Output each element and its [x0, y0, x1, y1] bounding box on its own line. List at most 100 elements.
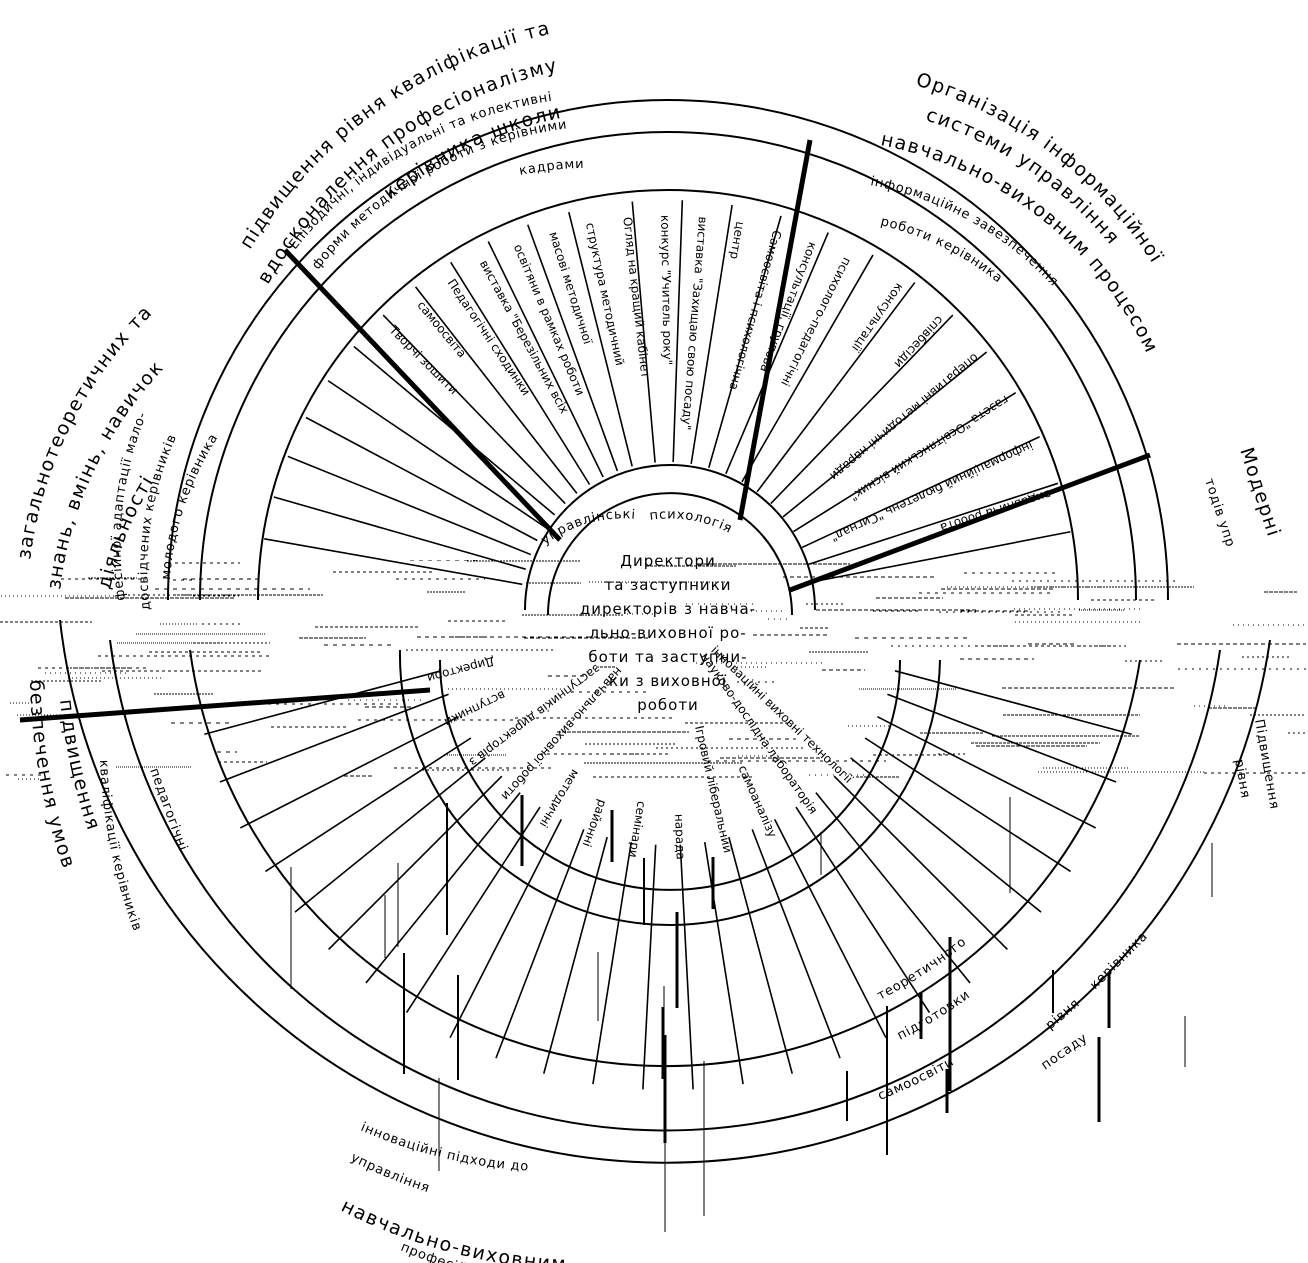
spoke-line [592, 841, 633, 1085]
lower-right-outer-2: підготовки [895, 987, 973, 1043]
center-line4: льно-виховної ро- [589, 624, 746, 642]
lower-right-outer-4: посаду [1039, 1031, 1091, 1074]
svg-text:кваліфікації керівників: кваліфікації керівників [96, 759, 145, 933]
spoke-line [294, 757, 486, 913]
ring-third [257, 189, 1079, 601]
spoke-line [353, 345, 556, 516]
top-ring-line3: кадрами [518, 157, 584, 179]
svg-text:управління: управління [348, 1150, 432, 1196]
spoke-line [450, 261, 591, 485]
outer-rings [167, 99, 1169, 616]
lower-label-4: методичні [537, 767, 583, 830]
spoke-line [703, 841, 744, 1085]
center-line7: роботи [637, 696, 699, 714]
center-line2: та заступники [605, 576, 732, 594]
lower-right-outer-3: керівника [1087, 929, 1151, 993]
spoke-lines [204, 200, 1132, 1090]
spoke-line [793, 392, 1017, 533]
right-title-line1: Модерні [1235, 445, 1285, 540]
spoke-line [495, 829, 585, 1059]
spoke-line [642, 844, 657, 1090]
spoke-line [631, 201, 656, 463]
ring-second [199, 131, 1137, 601]
lower-label-0: Директори [426, 654, 496, 685]
spoke-line [327, 380, 546, 528]
spoke-line [725, 232, 829, 475]
spoke-line [287, 455, 532, 556]
svg-text:підготовки: підготовки [895, 987, 973, 1043]
spoke-line [487, 241, 604, 478]
sector-top-right: Організація інформаційної системи управл… [869, 69, 1166, 357]
right-title-line2: тодів упр [1201, 477, 1237, 550]
svg-text:навчально-виховним: навчально-виховним [338, 1195, 568, 1263]
spoke-line [756, 282, 916, 493]
spoke-line [204, 670, 442, 736]
spoke-line [795, 806, 931, 1013]
spoke-top-label-10: центр [727, 220, 747, 260]
spoke-line [741, 254, 874, 483]
spoke-line [773, 819, 887, 1039]
center-line6: ки з виховної [609, 672, 727, 690]
spoke-line [887, 693, 1117, 783]
inner-ring: управлінські психологія [539, 507, 735, 548]
sector-right: Модерні тодів упр [1201, 445, 1285, 550]
right-edge-1: рівня [1231, 758, 1253, 800]
spoke-line [877, 715, 1097, 829]
spoke-top-label-8: конкурс "Учитель року" [658, 215, 675, 366]
ring-lower-outer [59, 619, 1271, 1164]
spoke-line [265, 737, 472, 873]
spoke-line [672, 200, 684, 463]
spoke-line [815, 792, 971, 984]
spoke-line [305, 416, 538, 542]
spoke-right-label-5: видавнича робота [938, 487, 1052, 535]
right-edge-0: Підвищення [1251, 718, 1282, 811]
divider-top-right [737, 139, 813, 521]
spoke-line [833, 775, 1008, 950]
spoke-line [801, 436, 1040, 549]
lower-left-outer-3: кваліфікації керівників [96, 759, 144, 933]
lower-right-outer-1: рівня [1043, 996, 1083, 1033]
lower-bottom-label-14: навчально-виховним [338, 1195, 566, 1263]
divider-lower-left [19, 687, 431, 723]
svg-text:психологія: психологія [649, 507, 735, 536]
lower-label-6: семінари [626, 800, 649, 858]
lower-label-8: Ігровий ліберальний [692, 724, 735, 854]
center-line1: Директори [620, 552, 715, 570]
ring-lower-third [189, 649, 1141, 1068]
spoke-line [808, 482, 1059, 566]
spoke-line [527, 224, 619, 472]
spoke-right-label-0: консультації [849, 281, 907, 355]
sector-left: загальнотеоретичних та знань, вмінь, нав… [13, 301, 221, 611]
center-line3: директорів з навча- [580, 600, 756, 618]
ring-outer [167, 99, 1169, 601]
spoke-line [542, 836, 608, 1074]
ring-inner [524, 464, 816, 611]
spoke-line [219, 693, 449, 783]
inner-ring-right: психологія [649, 507, 734, 536]
spoke-line [782, 351, 988, 518]
lower-label-7: нарада [672, 814, 688, 860]
spoke-line [850, 757, 1042, 913]
lower-label-1: вступники [442, 688, 508, 730]
spoke-line [708, 215, 782, 468]
ring-lower-second [109, 639, 1221, 1132]
sector-dividers [19, 139, 1151, 723]
lower-outer-labels: безпечення умов підвищення кваліфікації … [25, 679, 1282, 1263]
lower-rings [59, 619, 1271, 1164]
lower-label-5: районні [580, 798, 610, 849]
divider-right [789, 452, 1151, 593]
ring-lower-inner [398, 649, 941, 926]
svg-text:кадрами: кадрами [518, 157, 585, 179]
lower-label-9: самоаналізу [735, 763, 779, 839]
ring-center [547, 492, 793, 616]
spoke-line [728, 836, 794, 1074]
spoke-line [894, 670, 1132, 736]
spoke-line [382, 314, 566, 505]
lower-bottom-label-13: управління [348, 1150, 431, 1196]
spoke-line [365, 792, 521, 984]
center-line5: боти та заступни- [588, 648, 747, 666]
spoke-line [679, 844, 694, 1090]
